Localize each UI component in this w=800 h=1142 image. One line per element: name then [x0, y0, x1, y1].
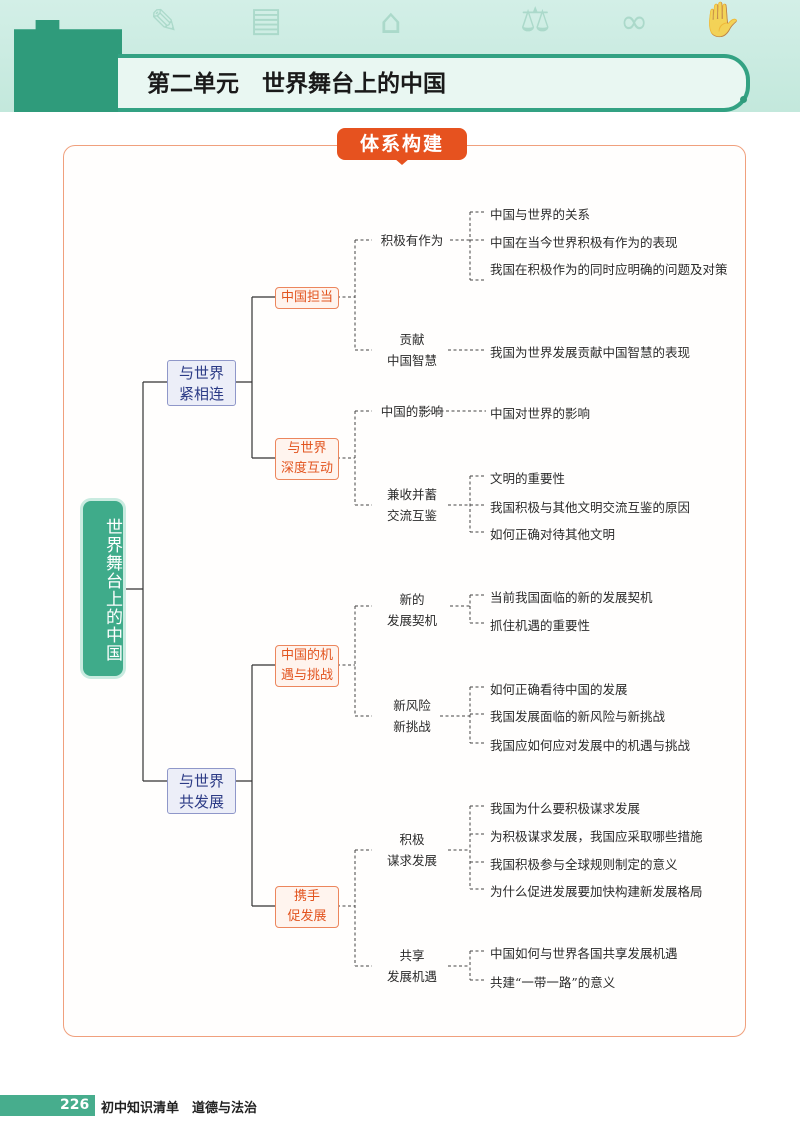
- point-item: 我国积极与其他文明交流互鉴的原因: [490, 500, 691, 515]
- subtopic-cultural-exchange: 兼收并蓄 交流互鉴: [386, 487, 437, 523]
- point-item: 如何正确对待其他文明: [490, 527, 616, 542]
- subtopic-active-action: 积极有作为: [380, 233, 444, 248]
- section-badge-pointer: [394, 158, 410, 165]
- footer-bar: [0, 1095, 95, 1116]
- point-item: 我国积极参与全球规则制定的意义: [490, 857, 678, 872]
- scale-icon: ⚖: [520, 0, 551, 40]
- point-item: 我国应如何应对发展中的机遇与挑战: [490, 738, 691, 753]
- unit-tab: [14, 20, 122, 112]
- subtopic-share-opportunities: 共享 发展机遇: [386, 948, 437, 984]
- handcuffs-icon: ∞: [620, 2, 649, 42]
- page-number: 226: [60, 1097, 90, 1113]
- point-item: 中国如何与世界各国共享发展机遇: [490, 946, 678, 961]
- page-title: 第二单元 世界舞台上的中国: [147, 71, 446, 97]
- point-item: 如何正确看待中国的发展: [490, 682, 628, 697]
- point-item: 我国发展面临的新风险与新挑战: [490, 709, 666, 724]
- section-badge: 体系构建: [337, 128, 467, 160]
- subtopic-china-influence: 中国的影响: [380, 404, 444, 419]
- point-item: 我国在积极作为的同时应明确的问题及对策: [490, 262, 728, 277]
- topic-deep-interaction: 与世界 深度互动: [275, 438, 339, 480]
- point-item: 我国为世界发展贡献中国智慧的表现: [490, 345, 691, 360]
- title-bar: [118, 54, 750, 112]
- topic-opportunities-challenges: 中国的机 遇与挑战: [275, 645, 339, 687]
- root-label: 世界舞台上的中国: [102, 517, 122, 662]
- point-item: 为什么促进发展要加快构建新发展格局: [490, 884, 703, 899]
- point-item: 当前我国面临的新的发展契机: [490, 590, 653, 605]
- subtopic-new-opportunity: 新的 发展契机: [386, 592, 437, 628]
- point-item: 中国在当今世界积极有作为的表现: [490, 235, 678, 250]
- point-item: 为积极谋求发展，我国应采取哪些措施: [490, 829, 703, 844]
- point-item: 中国与世界的关系: [490, 207, 591, 222]
- building-icon: ⌂: [380, 2, 402, 42]
- book-icon: ▤: [250, 0, 283, 40]
- pencil-icon: ✎: [150, 2, 179, 42]
- point-item: 抓住机遇的重要性: [490, 618, 591, 633]
- branch-connected-with-world: 与世界 紧相连: [167, 360, 236, 406]
- content-frame: [63, 145, 746, 1037]
- point-item: 共建“一带一路”的意义: [490, 975, 616, 990]
- point-item: 文明的重要性: [490, 471, 566, 486]
- subtopic-new-risks: 新风险 新挑战: [393, 698, 431, 734]
- topic-china-responsibility: 中国担当: [275, 287, 339, 309]
- mindmap-root: 世界舞台上的中国: [83, 501, 123, 676]
- topic-joint-development: 携手 促发展: [275, 886, 339, 928]
- title-dot: [740, 96, 747, 103]
- point-item: 中国对世界的影响: [490, 406, 591, 421]
- branch-develop-with-world: 与世界 共发展: [167, 768, 236, 814]
- subtopic-china-wisdom: 贡献 中国智慧: [386, 332, 437, 368]
- hand-icon: ✋: [700, 0, 743, 40]
- subtopic-seek-development: 积极 谋求发展: [386, 832, 437, 868]
- book-title: 初中知识清单 道德与法治: [101, 1101, 258, 1116]
- point-item: 我国为什么要积极谋求发展: [490, 801, 641, 816]
